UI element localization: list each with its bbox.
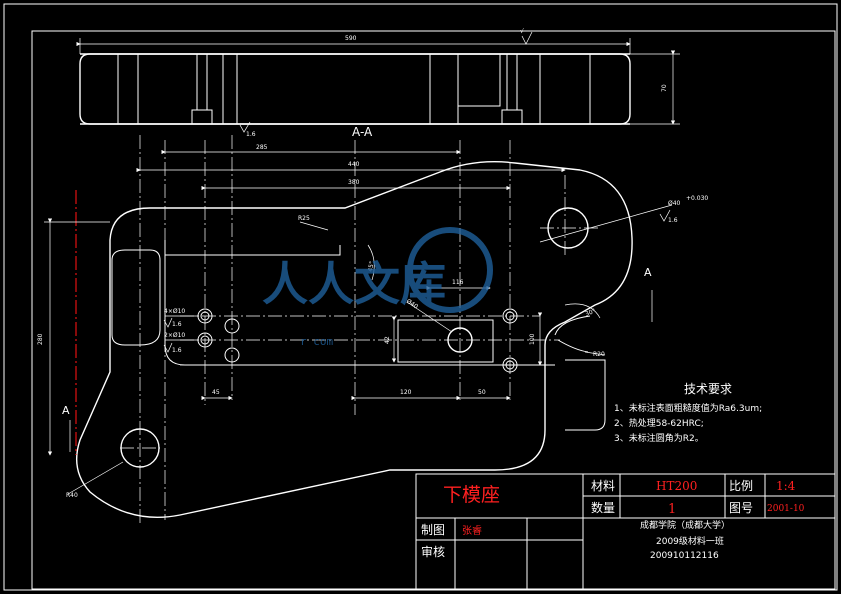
tech-req-title: 技术要求	[684, 382, 732, 396]
section-label: A-A	[352, 125, 373, 139]
drawn-label: 制图	[421, 523, 445, 537]
tech-requirements: 技术要求 1、未标注表面粗糙度值为Ra6.3um; 2、热处理58-62HRC;…	[614, 382, 762, 444]
dim-116: 116	[452, 279, 464, 286]
roughness-16d: 1.6	[172, 347, 182, 354]
dim-50: 50	[478, 389, 486, 396]
dim-120: 120	[400, 389, 412, 396]
section-view	[79, 53, 631, 125]
drawing-no-value: 2001-10	[767, 504, 805, 514]
dim-thickness: 70	[661, 84, 668, 92]
dim-r20: R20	[593, 351, 605, 358]
dim-overall-length: 590	[345, 35, 357, 42]
dim-r40: R40	[66, 492, 78, 499]
scale-value: 1:4	[776, 479, 796, 493]
tech-req-item-1: 1、未标注表面粗糙度值为Ra6.3um;	[614, 402, 762, 414]
hole-spec-2: 2×Ø10	[164, 332, 185, 339]
watermark: 人人文库 r com	[262, 227, 493, 348]
watermark-text: 人人文库	[262, 257, 446, 311]
dim-phi40: Ø40	[668, 200, 681, 207]
dim-42: 42	[384, 336, 391, 344]
dim-45: 45	[212, 389, 220, 396]
section-marker-right: A	[644, 266, 652, 279]
dim-phi40-tol: +0.030	[686, 195, 708, 202]
section-marker-left: A	[62, 404, 70, 417]
dim-r25: R25	[298, 215, 310, 222]
hole-spec-1: 4×Ø10	[164, 308, 185, 315]
watermark-url: r com	[300, 335, 333, 348]
holes	[120, 207, 589, 468]
material-label: 材料	[591, 479, 615, 493]
checked-label: 审核	[421, 544, 445, 559]
dim-angle-30: 30°	[584, 308, 596, 318]
dim-angle-45: 45°	[367, 261, 376, 273]
dim-380: 380	[348, 179, 360, 186]
title-block	[415, 473, 836, 590]
material-value: HT200	[656, 479, 697, 493]
roughness-16b: 1.6	[668, 217, 678, 224]
class-name: 2009级材料一班	[656, 535, 724, 547]
dim-440: 440	[348, 161, 360, 168]
outer-border	[3, 3, 838, 591]
quantity-label: 数量	[591, 500, 615, 515]
scale-label: 比例	[729, 479, 753, 493]
quantity-value: 1	[668, 502, 676, 517]
school-name: 成都学院（成都大学）	[640, 519, 730, 531]
roughness-16a: 1.6	[246, 131, 256, 138]
dim-100: 100	[529, 333, 536, 345]
part-name: 下模座	[443, 484, 500, 506]
dim-280: 280	[37, 333, 44, 345]
drawn-value: 张睿	[462, 524, 482, 537]
roughness-top: √	[520, 28, 524, 35]
roughness-16c: 1.6	[172, 321, 182, 328]
dim-285: 285	[256, 144, 268, 151]
student-id: 200910112116	[650, 551, 719, 561]
drawing-no-label: 图号	[729, 501, 753, 515]
plate-outline	[76, 161, 633, 518]
tech-req-item-2: 2、热处理58-62HRC;	[614, 417, 704, 429]
tech-req-item-3: 3、未标注圆角为R2。	[614, 432, 704, 444]
